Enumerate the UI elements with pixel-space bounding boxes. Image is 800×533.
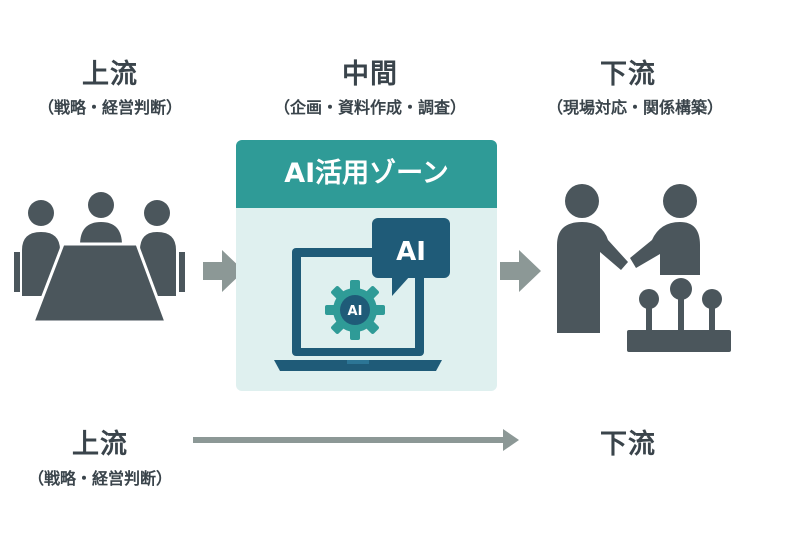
gear-icon: AI: [325, 280, 385, 340]
downstream-subtitle: （現場対応・関係構築）: [546, 98, 723, 117]
midstream-subtitle: （企画・資料作成・調査）: [273, 98, 466, 117]
downstream-title: 下流: [600, 59, 656, 90]
upstream-subtitle: （戦略・経営判断）: [37, 98, 182, 117]
gear-ai-label: AI: [348, 304, 363, 319]
upstream-title: 上流: [82, 59, 138, 90]
bottom-upstream-title: 上流: [72, 429, 128, 460]
bubble-ai-label: AI: [396, 237, 426, 267]
bottom-downstream-title: 下流: [600, 429, 656, 460]
midstream-title: 中間: [342, 59, 398, 90]
ai-zone-title: AI活用ゾーン: [236, 140, 497, 208]
bottom-upstream-subtitle: （戦略・経営判断）: [27, 469, 172, 488]
